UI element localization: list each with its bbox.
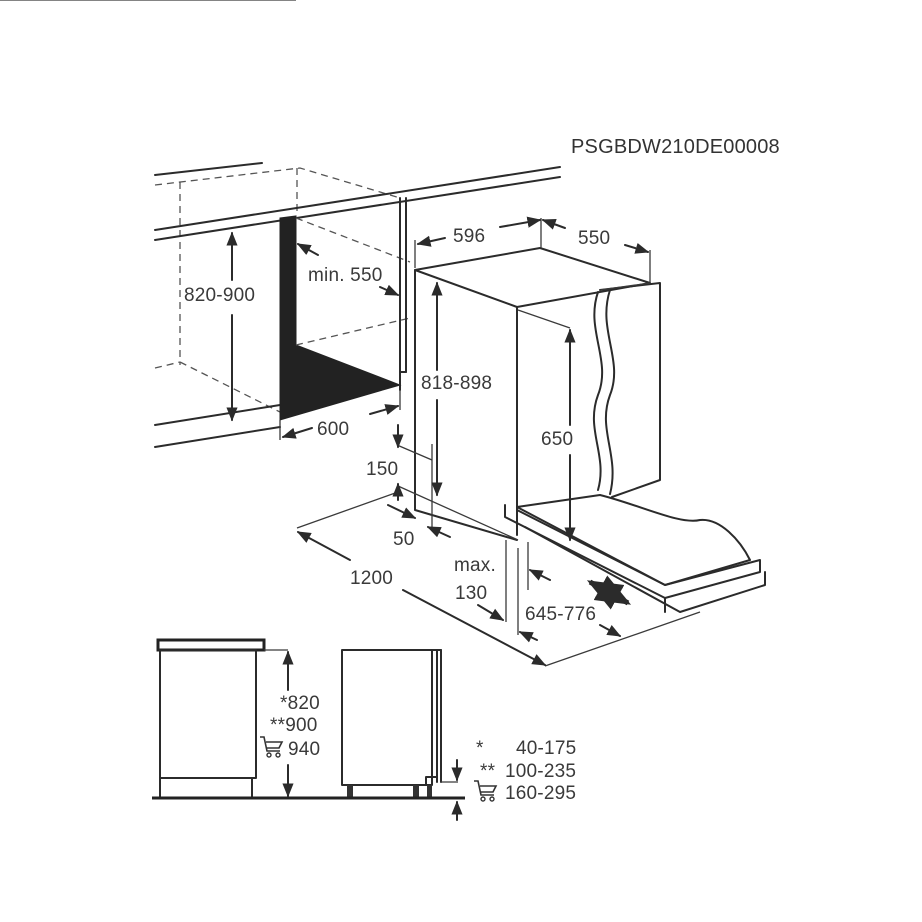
side-view-cabinet <box>156 638 294 799</box>
appliance-height-label: 818-898 <box>421 373 493 394</box>
niche <box>279 197 411 440</box>
niche-height-label: 820-900 <box>184 285 256 306</box>
door-travel-label: 645-776 <box>525 604 597 625</box>
height-cart-label: 940 <box>288 739 321 760</box>
door-height-label: 650 <box>541 429 574 450</box>
plinth-depth-label: 50 <box>393 529 415 550</box>
height-star2-label: **900 <box>270 715 318 736</box>
plinth-height-label: 150 <box>366 459 399 480</box>
product-code: PSGBDW210DE00008 <box>571 136 780 158</box>
side-view-dishwasher <box>341 649 463 821</box>
appliance-width-label: 596 <box>453 226 486 247</box>
plinth-star1-marker: * <box>476 738 484 759</box>
min-depth-label: min. 550 <box>308 265 383 286</box>
door-clearance-label: 1200 <box>350 568 394 589</box>
open-door <box>504 494 766 613</box>
max-label: max. <box>454 555 496 576</box>
dimension-arrows <box>226 216 651 666</box>
plinth-cart-label: 160-295 <box>505 783 577 804</box>
dishwasher-body <box>414 247 661 541</box>
appliance-depth-label: 550 <box>578 228 611 249</box>
kitchen-cabinets <box>154 162 561 448</box>
cart-icon <box>260 736 284 758</box>
max-value-label: 130 <box>455 583 488 604</box>
plinth-star1-label: 40-175 <box>516 738 577 759</box>
cart-icon <box>474 780 498 802</box>
plinth-star2-marker: ** <box>480 761 496 782</box>
height-star1-label: *820 <box>280 693 320 714</box>
plinth-star2-label: 100-235 <box>505 761 577 782</box>
floor-outline <box>0 0 701 667</box>
niche-width-label: 600 <box>317 419 350 440</box>
